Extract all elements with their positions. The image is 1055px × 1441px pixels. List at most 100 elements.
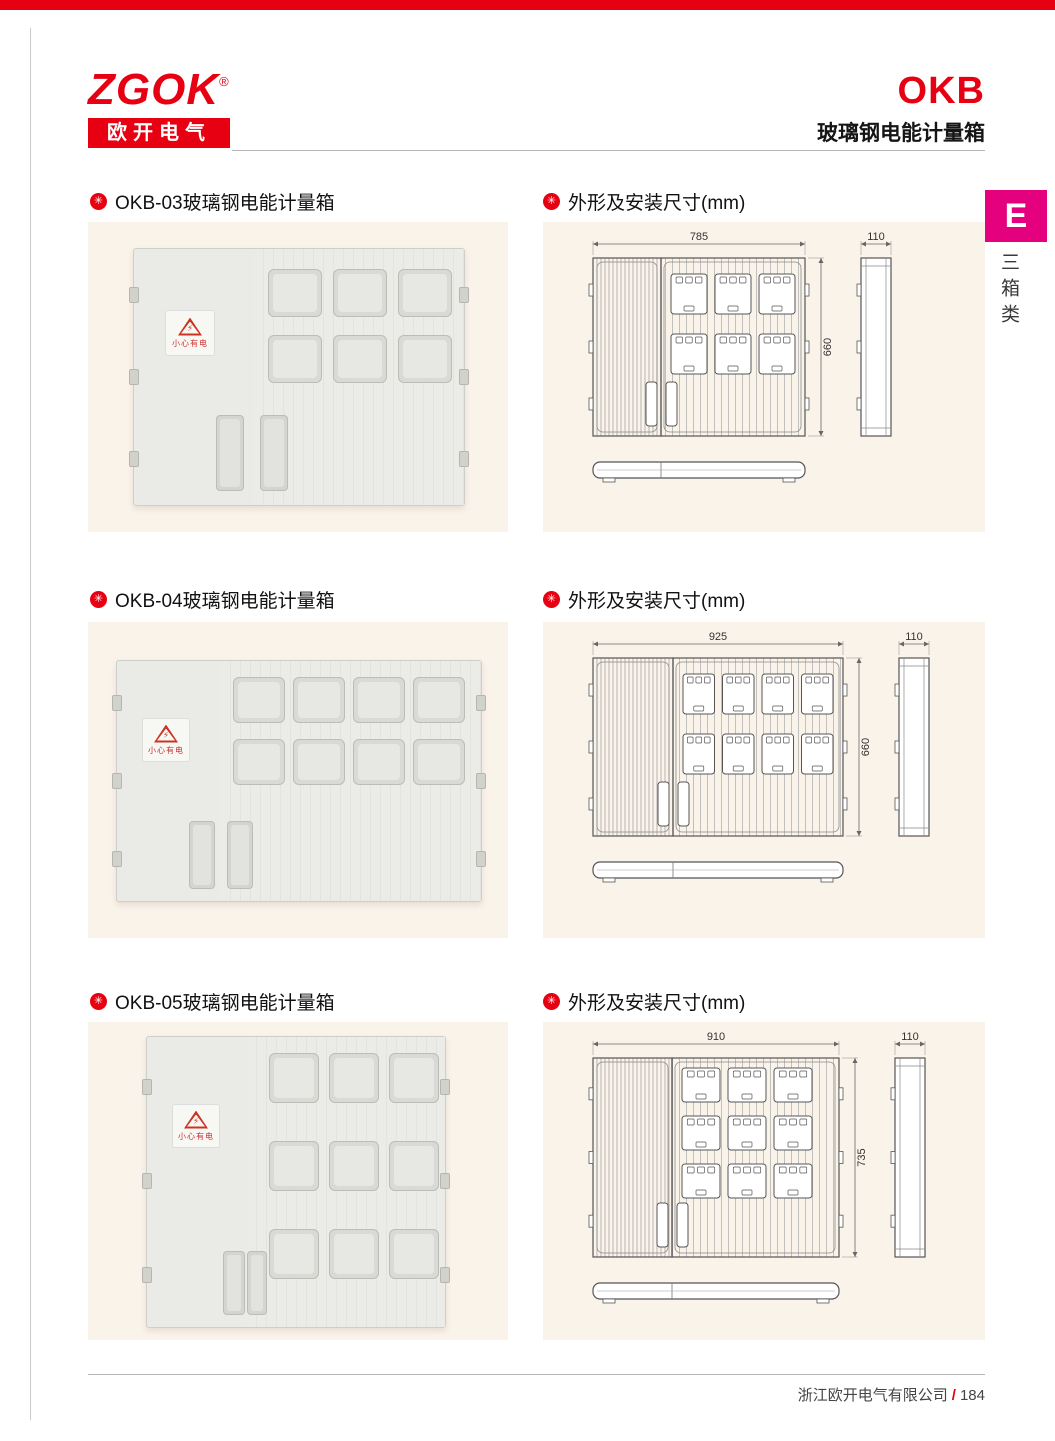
breaker-window <box>260 415 288 491</box>
meter-window <box>268 335 322 383</box>
dimension-heading-okb05: ✳ 外形及安装尺寸(mm) <box>543 988 745 1015</box>
section-tab-e: E <box>985 190 1047 242</box>
front-view <box>588 257 810 437</box>
hinge <box>112 773 122 789</box>
meter-window <box>389 1229 439 1279</box>
meter-window <box>353 677 405 723</box>
hinge <box>476 773 486 789</box>
product-title: OKB-03玻璃钢电能计量箱 <box>115 193 335 214</box>
hinge <box>440 1267 450 1283</box>
hinge <box>459 369 469 385</box>
lightning-icon: ⚡ <box>186 322 194 333</box>
width-dimension: 910 <box>592 1031 840 1055</box>
dimension-drawing-okb03: 785 110 660 <box>543 222 985 532</box>
hinge <box>129 369 139 385</box>
hinge <box>476 851 486 867</box>
meter-window <box>233 739 285 785</box>
svg-text:660: 660 <box>822 338 834 356</box>
logo-text: ZGOK <box>88 65 220 114</box>
product-title: OKB-05玻璃钢电能计量箱 <box>115 993 335 1014</box>
dimension-title: 外形及安装尺寸(mm) <box>568 591 746 612</box>
meter-window <box>398 269 452 317</box>
svg-text:110: 110 <box>905 631 923 643</box>
meter-window <box>389 1053 439 1103</box>
footer-rule <box>88 1374 985 1375</box>
top-red-bar <box>0 0 1055 10</box>
dimension-title: 外形及安装尺寸(mm) <box>568 193 746 214</box>
meter-box-photo: ⚡ 小心有电 <box>112 660 486 902</box>
depth-dimension: 110 <box>898 631 930 655</box>
cabinet-body <box>221 661 481 901</box>
height-dimension: 660 <box>846 657 872 837</box>
cabinet-door: ⚡ 小心有电 <box>134 249 256 505</box>
svg-text:925: 925 <box>709 631 727 643</box>
meter-window <box>398 335 452 383</box>
meter-window <box>389 1141 439 1191</box>
lightning-icon: ⚡ <box>192 1115 200 1126</box>
hinge <box>142 1267 152 1283</box>
warning-triangle-icon: ⚡ <box>178 317 202 336</box>
bottom-view <box>592 861 844 883</box>
hinge <box>476 695 486 711</box>
hinge <box>459 451 469 467</box>
category-label: 三箱类 <box>998 252 1019 330</box>
warning-text: 小心有电 <box>148 745 184 755</box>
brand-logo: ZGOK® 欧开电气 <box>88 68 230 148</box>
width-dimension: 925 <box>592 631 844 655</box>
product-photo-okb03: ⚡ 小心有电 <box>88 222 508 532</box>
footer-page-number: 184 <box>959 1387 985 1404</box>
bullet-icon: ✳ <box>90 193 107 210</box>
product-title: OKB-04玻璃钢电能计量箱 <box>115 591 335 612</box>
warning-triangle-icon: ⚡ <box>154 724 178 743</box>
hinge <box>112 695 122 711</box>
hinge <box>142 1079 152 1095</box>
side-view <box>890 1057 926 1258</box>
logo-subtitle: 欧开电气 <box>88 118 230 148</box>
meter-window <box>353 739 405 785</box>
svg-text:735: 735 <box>856 1148 868 1166</box>
meter-window <box>269 1053 319 1103</box>
meter-window <box>269 1229 319 1279</box>
meter-window <box>413 677 465 723</box>
svg-text:110: 110 <box>867 231 885 243</box>
page-title: OKB <box>897 70 985 112</box>
cabinet-body <box>247 1037 445 1327</box>
product-heading-okb05: ✳ OKB-05玻璃钢电能计量箱 <box>90 988 335 1015</box>
height-dimension: 660 <box>808 257 834 437</box>
breaker-window <box>247 1251 267 1315</box>
footer-separator: / <box>951 1387 956 1404</box>
meter-window <box>333 335 387 383</box>
product-heading-okb04: ✳ OKB-04玻璃钢电能计量箱 <box>90 586 335 613</box>
dimension-title: 外形及安装尺寸(mm) <box>568 993 746 1014</box>
height-dimension: 735 <box>842 1057 868 1258</box>
hinge <box>440 1079 450 1095</box>
dimension-drawing-okb04: 925 110 660 <box>543 622 985 938</box>
header-title-block: OKB 玻璃钢电能计量箱 <box>817 72 985 147</box>
hinge <box>112 851 122 867</box>
front-view <box>588 657 848 837</box>
product-heading-okb03: ✳ OKB-03玻璃钢电能计量箱 <box>90 188 335 215</box>
product-photo-okb04: ⚡ 小心有电 <box>88 622 508 938</box>
dimension-drawing-svg: 785 110 660 <box>588 231 892 483</box>
svg-text:785: 785 <box>690 231 708 243</box>
warning-sticker: ⚡ 小心有电 <box>166 311 214 355</box>
meter-window <box>329 1053 379 1103</box>
meter-window <box>268 269 322 317</box>
meter-window <box>329 1141 379 1191</box>
breaker-window <box>227 821 253 889</box>
side-view <box>894 657 930 837</box>
bottom-view <box>592 1282 840 1304</box>
meter-window <box>269 1141 319 1191</box>
meter-window <box>333 269 387 317</box>
meter-window <box>413 739 465 785</box>
bottom-view <box>592 461 806 483</box>
bullet-icon: ✳ <box>543 993 560 1010</box>
meter-box-photo: ⚡ 小心有电 <box>142 1036 450 1328</box>
hinge <box>459 287 469 303</box>
breaker-window <box>216 415 244 491</box>
hinge <box>142 1173 152 1189</box>
dimension-heading-okb03: ✳ 外形及安装尺寸(mm) <box>543 188 745 215</box>
svg-text:910: 910 <box>707 1031 725 1043</box>
dimension-heading-okb04: ✳ 外形及安装尺寸(mm) <box>543 586 745 613</box>
